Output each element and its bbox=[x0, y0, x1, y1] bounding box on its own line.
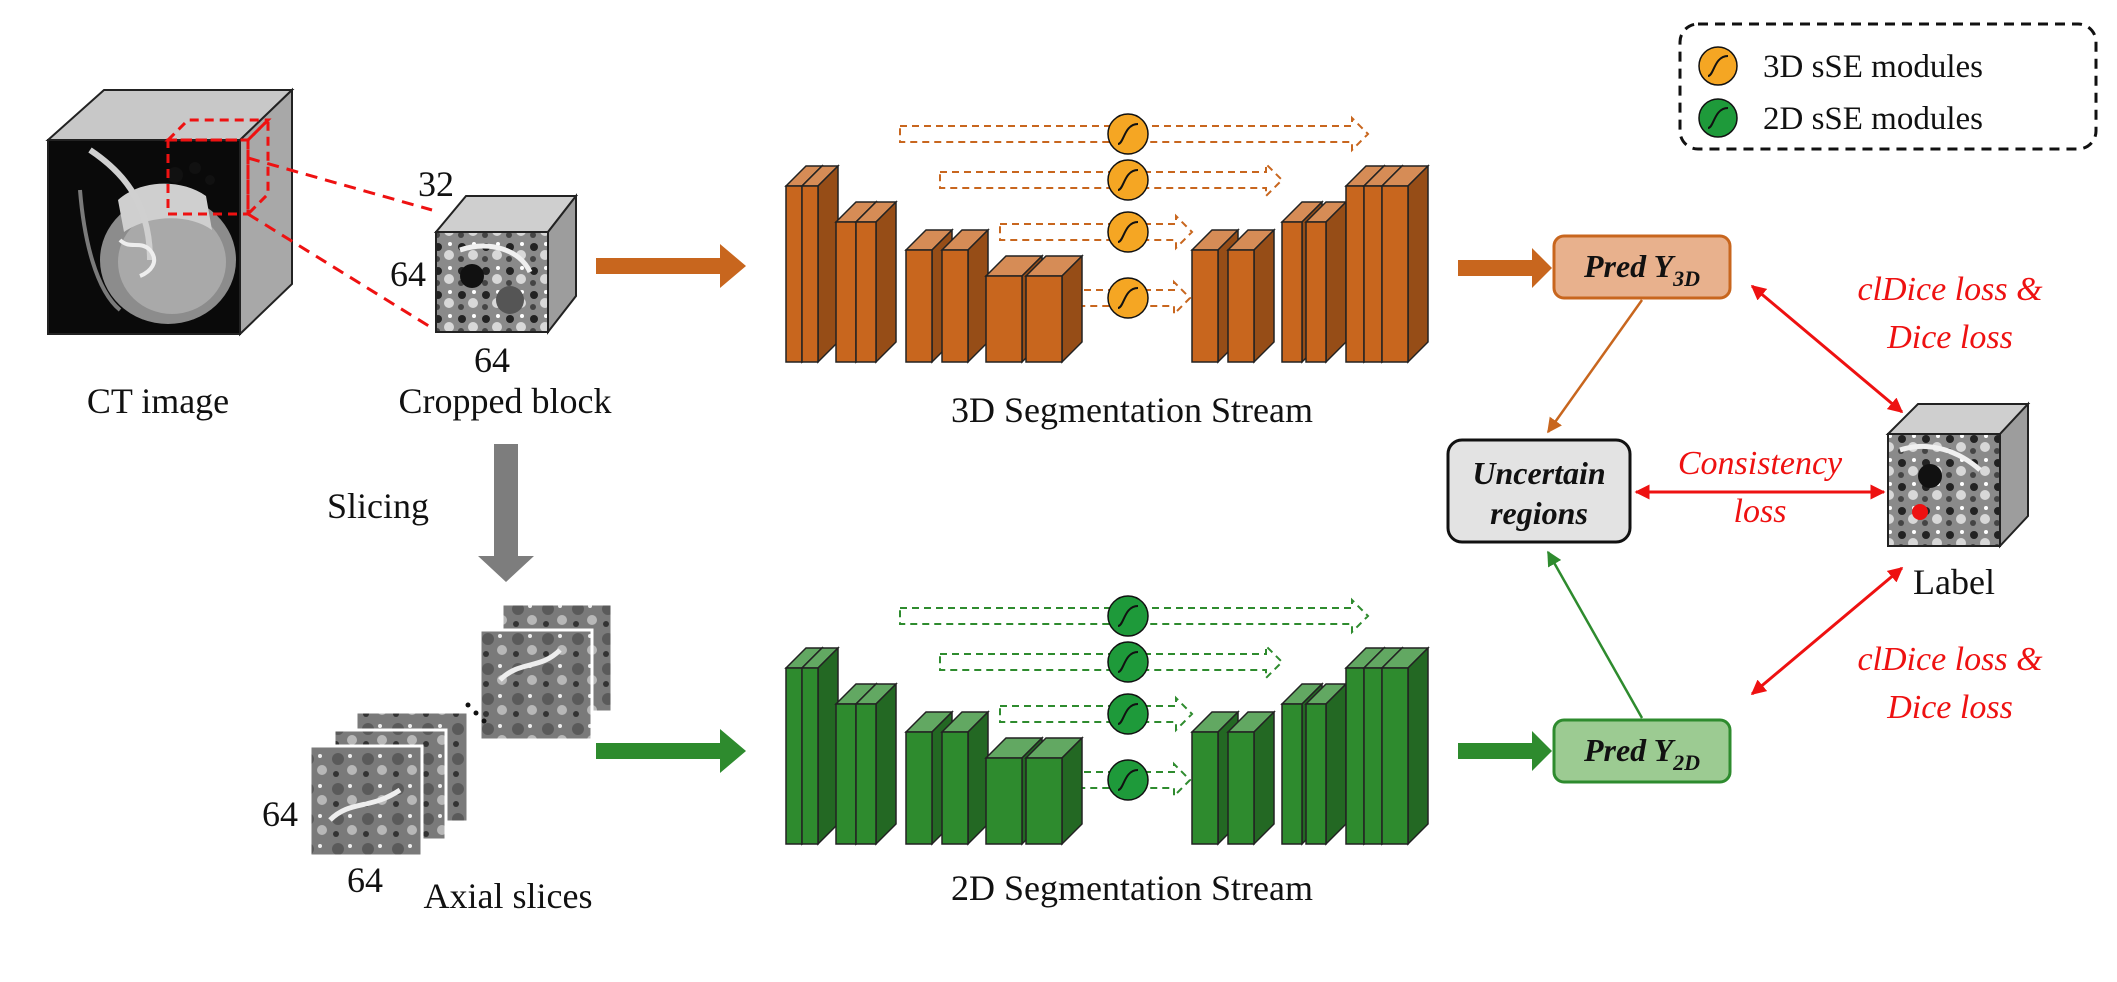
loss-arrow-bottom bbox=[1750, 566, 1904, 696]
stream-2d-enc-1b bbox=[800, 646, 840, 846]
loss-arrow-top bbox=[1750, 284, 1904, 414]
loss-bottom-line2: Dice loss bbox=[1886, 689, 2013, 726]
stream-2d-enc-2b bbox=[854, 682, 898, 846]
stream-3d-skip-2 bbox=[939, 161, 1284, 199]
stream-2d-sse-2-icon bbox=[1107, 641, 1149, 683]
crop-dim-32: 32 bbox=[418, 164, 454, 204]
crop-line-bottom bbox=[247, 212, 433, 330]
stream-2d-sse-1-icon bbox=[1107, 595, 1149, 637]
crop-region-box bbox=[166, 138, 250, 216]
axial-slices-label: Axial slices bbox=[424, 876, 593, 916]
label-lesion-mark bbox=[1912, 504, 1928, 520]
stream-2d-skip-1 bbox=[899, 597, 1370, 635]
pred-2d-box: Pred Y2D bbox=[1552, 718, 1732, 784]
stream-3d-enc-3b bbox=[940, 228, 990, 364]
crop-region-top bbox=[164, 118, 272, 142]
legend-label-3d: 3D sSE modules bbox=[1763, 49, 1983, 85]
crop-dim-64-bottom: 64 bbox=[474, 340, 510, 380]
sse-2d-icon bbox=[1698, 98, 1738, 138]
stream-3d-sse-3-icon bbox=[1107, 211, 1149, 253]
stream-3d-dec-2b bbox=[1304, 200, 1348, 364]
axial-slice-front bbox=[308, 744, 424, 858]
cropped-block-label: Cropped block bbox=[399, 381, 612, 421]
stream-3d-skip-1 bbox=[899, 115, 1370, 153]
stream-3d-sse-2-icon bbox=[1107, 159, 1149, 201]
pred-3d-sub: 3D bbox=[1672, 266, 1700, 291]
label-text: Label bbox=[1913, 562, 1995, 602]
loss-top-line1: clDice loss & bbox=[1857, 271, 2043, 308]
legend-label-2d: 2D sSE modules bbox=[1763, 101, 1983, 137]
stream-3d-enc-2b bbox=[854, 200, 898, 364]
stream-3d-bottleneck-b bbox=[1024, 254, 1084, 364]
pred-2d-to-uncertain-line bbox=[1546, 550, 1644, 719]
legend-item-3d: 3D sSE modules bbox=[1698, 46, 1983, 86]
stream-3d-sse-1-icon bbox=[1107, 113, 1149, 155]
label-cube-front bbox=[1887, 433, 2001, 547]
pred-2d-sub: 2D bbox=[1672, 750, 1700, 775]
stream-2d-label: 2D Segmentation Stream bbox=[951, 868, 1313, 908]
sse-3d-icon bbox=[1698, 46, 1738, 86]
stream-2d-dec-3b bbox=[1226, 710, 1276, 846]
pred-3d-box: Pred Y3D bbox=[1552, 234, 1732, 300]
stream-3d-dec-out bbox=[1380, 164, 1430, 364]
arrow-to-pred-2d bbox=[1458, 731, 1552, 771]
ct-image-label: CT image bbox=[87, 381, 229, 421]
slicing-label: Slicing bbox=[327, 486, 429, 526]
stream-2d-sse-4-icon bbox=[1107, 759, 1149, 801]
axial-slice-back-1 bbox=[478, 628, 594, 742]
ct-image-cube bbox=[45, 87, 295, 337]
uncertain-regions-box: Uncertain regions bbox=[1446, 438, 1632, 544]
stream-2d-dec-2b bbox=[1304, 682, 1348, 846]
pred-3d-prefix: Pred Y bbox=[1583, 248, 1676, 284]
stream-3d-skip-3 bbox=[999, 213, 1194, 251]
stream-3d-label: 3D Segmentation Stream bbox=[951, 390, 1313, 430]
legend-box bbox=[1678, 22, 2098, 151]
stream-2d-bottleneck-b bbox=[1024, 736, 1084, 846]
uncertain-line1: Uncertain bbox=[1472, 455, 1605, 491]
crop-line-top bbox=[247, 156, 433, 212]
crop-region-side bbox=[246, 116, 270, 218]
loss-mid-line1: Consistency bbox=[1678, 445, 1843, 482]
arrow-to-2d-stream bbox=[596, 729, 746, 773]
stream-2d-skip-2 bbox=[939, 643, 1284, 681]
uncertain-line2: regions bbox=[1490, 495, 1588, 531]
stream-3d-sse-4-icon bbox=[1107, 277, 1149, 319]
loss-bottom-line1: clDice loss & bbox=[1857, 641, 2043, 678]
pred-2d-prefix: Pred Y bbox=[1583, 732, 1676, 768]
loss-top-line2: Dice loss bbox=[1886, 319, 2013, 356]
slicing-arrow bbox=[478, 444, 534, 582]
cropped-block bbox=[433, 193, 579, 335]
label-cube bbox=[1885, 401, 2031, 549]
stream-2d bbox=[784, 595, 1430, 846]
arrow-to-3d-stream bbox=[596, 244, 746, 288]
arrow-to-pred-3d bbox=[1458, 248, 1552, 288]
svg-text:Pred Y3D: Pred Y3D bbox=[1583, 248, 1700, 291]
svg-text:Pred Y2D: Pred Y2D bbox=[1583, 732, 1700, 775]
stream-3d-dec-3b bbox=[1226, 228, 1276, 364]
stream-2d-sse-3-icon bbox=[1107, 693, 1149, 735]
axial-slices bbox=[308, 602, 614, 858]
legend: 3D sSE modules 2D sSE modules bbox=[1678, 22, 2098, 151]
crop-dim-64-side: 64 bbox=[390, 254, 426, 294]
stream-3d bbox=[784, 113, 1430, 364]
stream-3d-enc-1b bbox=[800, 164, 840, 364]
legend-item-2d: 2D sSE modules bbox=[1698, 98, 1983, 138]
pred-3d-to-uncertain-line bbox=[1546, 299, 1644, 434]
axial-dim-64-bottom: 64 bbox=[347, 860, 383, 900]
stream-2d-dec-out bbox=[1380, 646, 1430, 846]
stream-2d-enc-3b bbox=[940, 710, 990, 846]
axial-dim-64-side: 64 bbox=[262, 794, 298, 834]
loss-mid-line2: loss bbox=[1734, 493, 1787, 530]
stream-2d-skip-3 bbox=[999, 695, 1194, 733]
